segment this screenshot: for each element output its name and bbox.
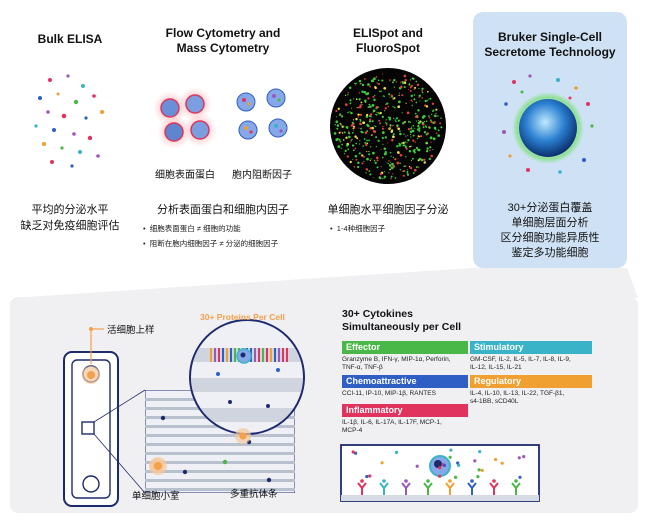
bruker-title-line2: Secretome Technology (484, 45, 616, 59)
magnified-chamber-view (189, 319, 305, 435)
surface-protein-cells-illustration (153, 88, 217, 149)
cytokines-heading-line1: 30+ Cytokines (342, 308, 413, 320)
effector-list-line2: TNF-α, TNF-β (342, 364, 383, 371)
stimulatory-list-line2: IL-12, IL-15, IL-21 (470, 364, 522, 371)
fluorospot-well-image (330, 68, 446, 184)
regulatory-tag: Regulatory (470, 375, 592, 388)
secreting-cell-illustration (502, 74, 594, 174)
antibody-strip-marker (235, 428, 251, 444)
bruker-title-line1: Bruker Single-Cell (497, 30, 603, 44)
flow-title-line2: Mass Cytometry (176, 41, 270, 55)
stimulatory-list-line1: GM-CSF, IL-2, IL-5, IL-7, IL-8, IL-9, (470, 356, 571, 363)
effector-list-line1: Granzyme B, IFN-γ, MIP-1α, Perforin, (342, 356, 451, 363)
bruker-desc-line4: 鉴定多功能细胞 (511, 247, 589, 259)
bruker-desc-line1: 30+分泌蛋白覆盖 (507, 202, 593, 214)
bulk-elisa-desc-line2: 缺乏对免疫细胞评估 (20, 220, 120, 232)
flow-bullet-2: • 阻断在胞内细胞因子 ≠ 分泌的细胞因子 (143, 239, 279, 248)
elispot-bullet-1: • 1-4种细胞因子 (330, 224, 386, 233)
bulk-elisa-dots-illustration (34, 74, 104, 168)
elispot-title-line2: FluoroSpot (356, 41, 420, 55)
chemoattractive-list-line1: CCI-11, IP-10, MIP-1β, RANTES (342, 390, 436, 397)
bruker-desc-line2: 单细胞层面分析 (511, 217, 589, 229)
single-cell-chamber-label: 单细胞小室 (132, 491, 180, 502)
chamber-marker (149, 457, 167, 475)
stimulatory-tag: Stimulatory (470, 341, 592, 354)
bruker-desc-line3: 区分细胞功能异质性 (500, 232, 600, 244)
chemoattractive-tag: Chemoattractive (342, 375, 468, 388)
cytokines-heading-line2: Simultaneously per Cell (342, 321, 462, 333)
live-cell-loading-label: 活细胞上样 (107, 325, 155, 336)
panel-connector (10, 268, 638, 298)
elispot-desc: 单细胞水平细胞因子分泌 (327, 204, 449, 216)
flow-caption-intracellular: 胞内阻断因子 (232, 170, 292, 181)
loading-port-marker (82, 366, 100, 384)
proteins-per-cell-label: 30+ Proteins Per Cell (200, 312, 285, 322)
flow-bullet-1: • 细胞表面蛋白 ≠ 细胞的功能 (143, 224, 241, 233)
bulk-elisa-title: Bulk ELISA (37, 32, 103, 46)
intracellular-cells-illustration (236, 88, 288, 140)
bulk-elisa-desc-line1: 平均的分泌水平 (31, 204, 109, 216)
inflammatory-list-line2: MCP-4 (342, 427, 363, 434)
flow-caption-surface: 细胞表面蛋白 (155, 170, 215, 181)
secretion-chamber-cross-section (340, 444, 540, 502)
inflammatory-list-line1: IL-1β, IL-6, IL-17A, IL-17F, MCP-1, (342, 419, 442, 426)
regulatory-list-line1: IL-4, IL-10, IL-13, IL-22, TGF-β1, (470, 390, 565, 397)
flow-title-line1: Flow Cytometry and (165, 26, 281, 40)
inflammatory-tag: Inflammatory (342, 404, 468, 417)
effector-tag: Effector (342, 341, 468, 354)
elispot-title-line1: ELISpot and (353, 26, 423, 40)
multiplex-antibody-strip-label: 多重抗体条 (230, 489, 278, 500)
regulatory-list-line2: s4-1BB, sCD40L (470, 398, 519, 405)
flow-desc: 分析表面蛋白和细胞内因子 (157, 204, 289, 216)
